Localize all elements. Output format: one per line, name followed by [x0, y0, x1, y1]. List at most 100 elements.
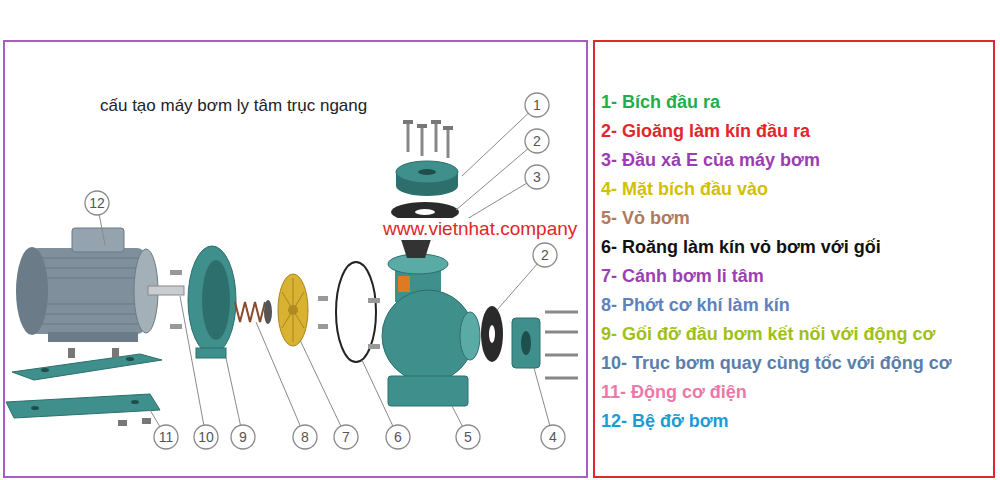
callout-number: 10	[198, 429, 214, 445]
mechanical-seal	[235, 302, 265, 322]
outlet-flange	[443, 126, 453, 130]
callout-circle: 5	[455, 424, 481, 450]
part-name: 3- Đầu xả E của máy bơm	[601, 146, 820, 175]
outlet-flange	[447, 128, 450, 158]
callout-outline	[525, 165, 549, 189]
part-name: 5- Vỏ bơm	[601, 204, 690, 233]
base-rails	[41, 368, 49, 372]
outlet-flange	[435, 122, 438, 152]
motor	[16, 228, 184, 358]
inlet-flange	[521, 331, 531, 355]
callout-number: 1	[533, 97, 541, 113]
part-name: 7- Cánh bơm li tâm	[601, 262, 764, 291]
inlet-flange	[545, 331, 578, 334]
base-rails	[6, 354, 162, 426]
callout-number: 2	[533, 133, 541, 149]
impeller	[278, 274, 328, 346]
motor	[40, 324, 138, 325]
callout-circle: 4	[540, 424, 566, 450]
outlet-flange	[421, 126, 424, 156]
base-rails	[126, 357, 134, 361]
mechanical-seal	[235, 300, 272, 324]
legend-panel: 1- Bích đầu ra2- Gioăng làm kín đầu ra3-…	[593, 40, 995, 478]
motor	[16, 247, 48, 335]
motor	[40, 258, 138, 259]
pump-casing	[368, 298, 380, 303]
inlet-flange	[512, 312, 578, 378]
callout-circle: 9	[230, 424, 256, 450]
callout-number: 9	[239, 429, 247, 445]
bearing-bracket	[170, 246, 236, 358]
leader-lines	[362, 360, 398, 437]
callout-number: 2	[541, 247, 549, 263]
base-rails	[6, 394, 160, 418]
callout-outline	[194, 425, 218, 449]
callout-number: 11	[159, 429, 174, 445]
motor	[148, 286, 184, 295]
callout-circle: 7	[333, 424, 359, 450]
outlet-flange	[396, 120, 458, 196]
motor	[40, 314, 138, 315]
callout-circle: 8	[292, 424, 318, 450]
pump-casing	[460, 312, 480, 360]
inlet-flange	[545, 311, 578, 314]
part-name: 8- Phớt cơ khí làm kín	[601, 291, 790, 320]
callout-circle: 12	[84, 190, 110, 216]
callout-outline	[334, 425, 358, 449]
part-name: 9- Gối đỡ đầu bơm kết nối với động cơ	[601, 320, 935, 349]
bearing-bracket	[170, 324, 182, 329]
outlet-flange	[403, 120, 413, 124]
part-name: 6- Roăng làm kín vỏ bơm với gối	[601, 233, 881, 262]
leader-lines	[256, 322, 305, 437]
motor	[48, 332, 138, 342]
impeller	[282, 292, 304, 328]
inlet-flange	[512, 318, 540, 368]
callout-circle: 10	[193, 424, 219, 450]
base-rails	[31, 406, 39, 410]
motor	[40, 268, 138, 269]
callout-number: 4	[549, 429, 557, 445]
callout-outline	[525, 129, 549, 153]
callout-number: 5	[464, 429, 472, 445]
callout-number: 6	[394, 429, 402, 445]
inlet-gasket	[481, 306, 503, 362]
outlet-flange	[431, 120, 441, 124]
callout-circle: 3	[524, 164, 550, 190]
illustration-panel: cấu tạo máy bơm ly tâm trục ngang1231221…	[3, 40, 588, 478]
pump-casing	[398, 276, 410, 292]
outlet-flange	[396, 161, 458, 183]
callout-number: 12	[89, 195, 105, 211]
bearing-bracket	[188, 246, 236, 354]
part-name: 2- Gioăng làm kín đầu ra	[601, 117, 810, 146]
base-rails	[142, 418, 151, 424]
part-name: 4- Mặt bích đầu vào	[601, 175, 768, 204]
part-name: 11- Động cơ điện	[601, 378, 747, 407]
bearing-bracket	[196, 348, 226, 358]
callout-outline	[541, 425, 565, 449]
inlet-flange	[545, 354, 578, 357]
impeller	[278, 274, 308, 346]
outlet-gasket	[415, 209, 435, 215]
callout-number: 7	[342, 429, 350, 445]
inlet-flange	[545, 377, 578, 380]
leader-lines	[180, 296, 206, 437]
bearing-bracket	[202, 260, 230, 340]
callout-circle: 1	[524, 92, 550, 118]
callout-circle: 11	[153, 424, 179, 450]
motor	[68, 348, 75, 358]
base-rails	[131, 400, 139, 404]
part-name: 12- Bệ đỡ bơm	[601, 407, 729, 436]
pump-casing	[388, 376, 468, 406]
callout-outline	[154, 425, 178, 449]
pump-casing	[368, 254, 480, 406]
diagram-title: cấu tạo máy bơm ly tâm trục ngang	[100, 96, 367, 116]
impeller	[282, 292, 304, 328]
motor	[40, 304, 138, 305]
base-rails	[118, 420, 127, 426]
mechanical-seal	[264, 300, 272, 324]
part-name: 10- Trục bơm quay cùng tốc với động cơ	[601, 349, 951, 378]
callout-number: 8	[301, 429, 309, 445]
callout-circle: 6	[385, 424, 411, 450]
impeller	[318, 324, 328, 329]
watermark: www.vietnhat.company	[380, 218, 580, 240]
